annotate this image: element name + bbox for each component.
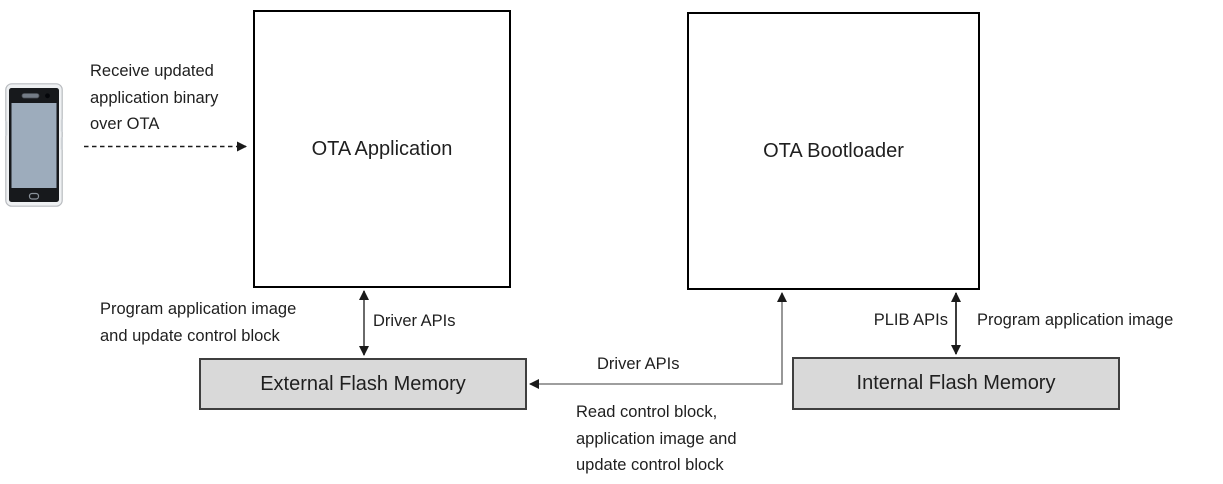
plib-apis-label: PLIB APIs bbox=[873, 311, 948, 329]
ota-bootloader-node: OTA Bootloader bbox=[687, 12, 980, 290]
driver-apis-external-label: Driver APIs bbox=[373, 312, 456, 330]
program-internal-flash-label: Program application image bbox=[977, 311, 1174, 329]
ota-bootloader-label: OTA Bootloader bbox=[763, 139, 904, 162]
driver-apis-bootloader-label: Driver APIs bbox=[597, 355, 680, 373]
external-flash-memory-node: External Flash Memory bbox=[199, 358, 527, 410]
ota-application-label: OTA Application bbox=[311, 137, 453, 160]
read-control-block-label: Read control block, application image an… bbox=[576, 403, 737, 474]
receive-ota-label: Receive updated application binary over … bbox=[90, 62, 219, 133]
internal-flash-memory-label: Internal Flash Memory bbox=[856, 372, 1056, 394]
ota-application-node: OTA Application bbox=[253, 10, 511, 288]
external-flash-memory-label: External Flash Memory bbox=[260, 372, 466, 395]
smartphone-icon bbox=[5, 83, 63, 207]
internal-flash-memory-node: Internal Flash Memory bbox=[792, 357, 1120, 410]
program-external-flash-label: Program application image and update con… bbox=[100, 300, 297, 345]
